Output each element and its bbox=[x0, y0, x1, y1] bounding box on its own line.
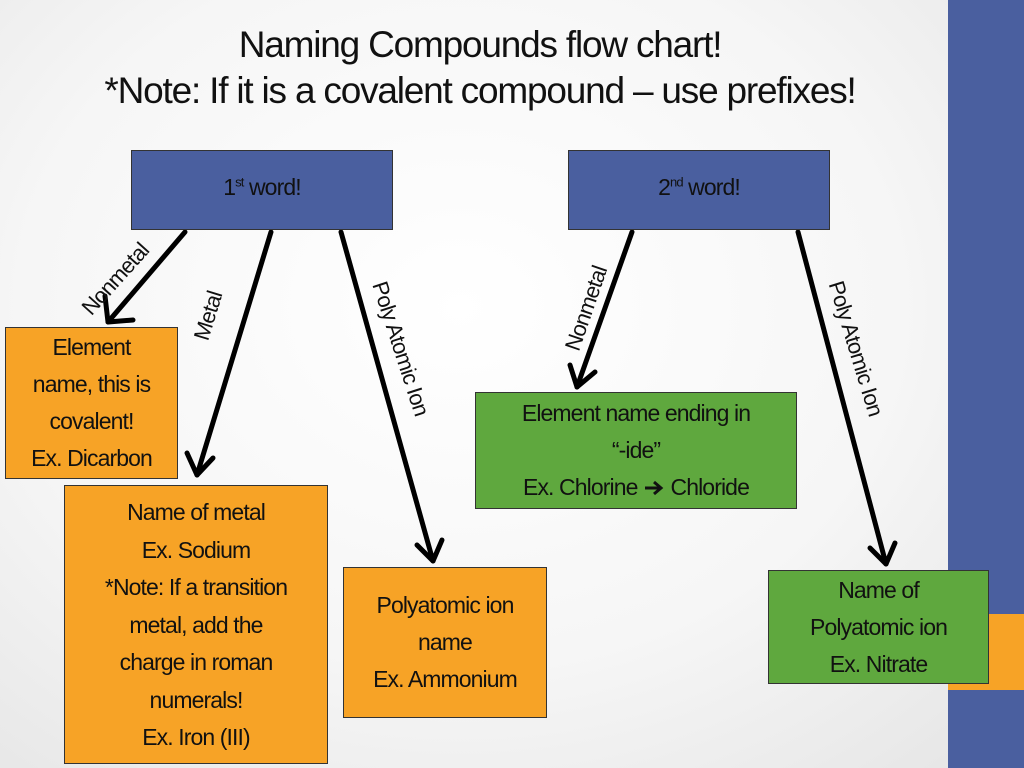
title-line-2: *Note: If it is a covalent compound – us… bbox=[104, 70, 856, 111]
first-word-text: word! bbox=[243, 174, 302, 200]
arrowhead-poly-left bbox=[414, 537, 445, 564]
polyatomic-left-box: Polyatomic ion name Ex. Ammonium bbox=[343, 567, 547, 718]
element-covalent-text: Element name, this is covalent! Ex. Dica… bbox=[31, 334, 153, 471]
element-covalent-box: Element name, this is covalent! Ex. Dica… bbox=[5, 327, 178, 479]
arrow-poly-left bbox=[338, 229, 436, 564]
ide-ending-box: Element name ending in “-ide” Ex. Chlori… bbox=[475, 392, 797, 509]
ide-example-from: Ex. Chlorine bbox=[523, 474, 638, 500]
arrow-nonmetal-right bbox=[574, 229, 635, 390]
polyatomic-left-text: Polyatomic ion name Ex. Ammonium bbox=[373, 592, 518, 692]
first-word-box: 1st word! bbox=[131, 150, 393, 230]
arrow-nonmetal-left bbox=[105, 229, 188, 325]
polyatomic-right-text: Name of Polyatomic ion Ex. Nitrate bbox=[810, 576, 948, 677]
ide-line-2: “-ide” bbox=[611, 437, 661, 463]
flow-arrows bbox=[102, 229, 898, 567]
metal-name-text: Name of metal Ex. Sodium *Note: If a tra… bbox=[104, 499, 288, 750]
ide-line-1: Element name ending in bbox=[521, 400, 751, 426]
first-word-number: 1 bbox=[223, 174, 236, 200]
arrowhead-nonmetal-left bbox=[102, 293, 136, 325]
arrow-metal bbox=[194, 229, 274, 478]
slide-title: Naming Compounds flow chart! *Note: If i… bbox=[40, 22, 920, 114]
arrowhead-metal bbox=[184, 450, 216, 478]
arrowhead-poly-right bbox=[867, 540, 898, 567]
second-word-suffix: nd bbox=[670, 174, 684, 190]
second-word-text: word! bbox=[682, 174, 741, 200]
second-word-number: 2 bbox=[658, 174, 671, 200]
metal-name-box: Name of metal Ex. Sodium *Note: If a tra… bbox=[64, 485, 328, 764]
right-arrow-icon bbox=[645, 480, 664, 496]
title-line-1: Naming Compounds flow chart! bbox=[238, 24, 723, 65]
polyatomic-right-box: Name of Polyatomic ion Ex. Nitrate bbox=[768, 570, 989, 684]
arrow-poly-right bbox=[795, 229, 889, 567]
first-word-suffix: st bbox=[235, 174, 244, 190]
arrowhead-nonmetal-right bbox=[567, 362, 598, 390]
second-word-box: 2nd word! bbox=[568, 150, 830, 230]
ide-example-to: Chloride bbox=[670, 474, 750, 500]
